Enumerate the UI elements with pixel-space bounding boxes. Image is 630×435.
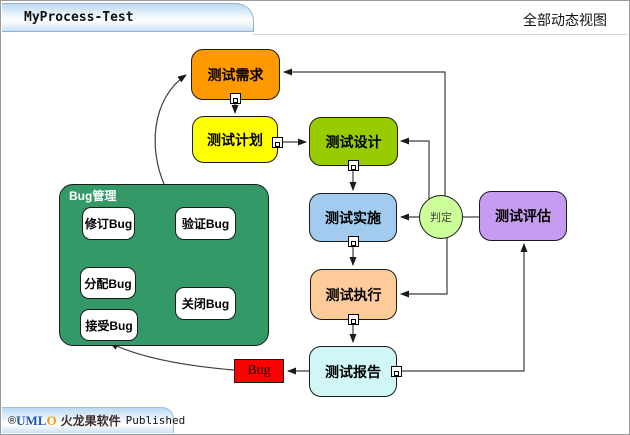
published-label: Published — [125, 414, 186, 427]
bug-management-group[interactable]: Bug管理 修订Bug 验证Bug 分配Bug 关闭Bug 接受Bug — [59, 184, 269, 346]
tab-diagram-title[interactable]: MyProcess-Test — [2, 3, 254, 32]
header-divider — [253, 34, 627, 35]
publisher-badge[interactable]: ® UML O 火龙果软件 Published — [2, 407, 185, 433]
bug-group-label: Bug管理 — [69, 189, 117, 203]
node-test-design[interactable]: 测试设计 — [309, 117, 398, 166]
diagram-title: MyProcess-Test — [24, 10, 134, 25]
node-close-bug[interactable]: 关闭Bug — [175, 287, 236, 320]
registered-mark: ® — [8, 414, 17, 427]
node-test-requirements[interactable]: 测试需求 — [191, 49, 280, 100]
view-title: 全部动态视图 — [523, 12, 607, 28]
node-test-execution[interactable]: 测试执行 — [310, 269, 397, 320]
node-test-report[interactable]: 测试报告 — [309, 346, 397, 397]
brand-o: O — [46, 412, 57, 428]
node-fix-bug[interactable]: 修订Bug — [82, 207, 135, 240]
brand-uml: UML — [16, 412, 47, 428]
connection-port[interactable] — [348, 236, 359, 247]
connection-port[interactable] — [348, 160, 359, 171]
node-verify-bug[interactable]: 验证Bug — [175, 207, 236, 240]
connection-port[interactable] — [272, 137, 283, 148]
node-test-implementation[interactable]: 测试实施 — [309, 193, 397, 242]
connection-port[interactable] — [391, 366, 402, 377]
company-name: 火龙果软件 — [60, 414, 121, 428]
connection-port[interactable] — [348, 314, 359, 325]
node-decision[interactable]: 判定 — [419, 195, 463, 239]
node-assign-bug[interactable]: 分配Bug — [80, 267, 136, 299]
node-test-evaluation[interactable]: 测试评估 — [479, 191, 567, 241]
node-accept-bug[interactable]: 接受Bug — [80, 309, 138, 341]
connection-port[interactable] — [230, 93, 241, 104]
node-bug-object[interactable]: Bug — [234, 359, 284, 383]
node-test-plan[interactable]: 测试计划 — [192, 116, 278, 163]
